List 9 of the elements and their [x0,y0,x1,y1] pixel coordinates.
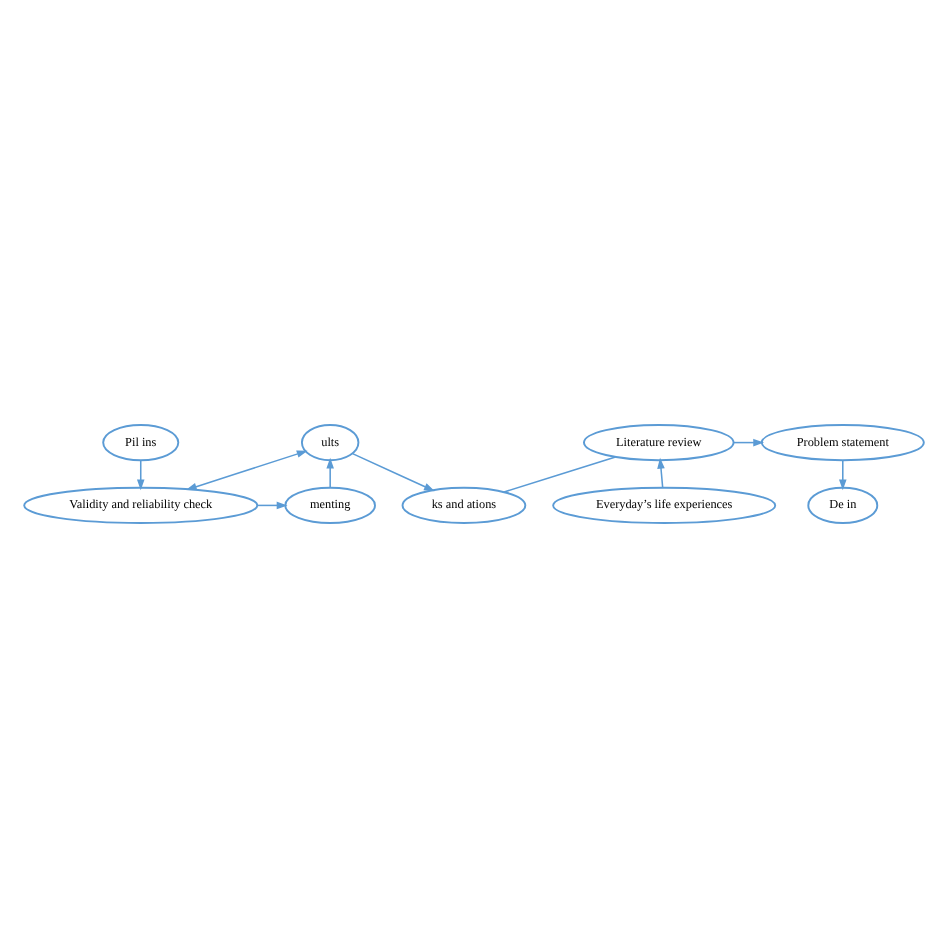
arrow [733,438,765,447]
arrow [326,457,334,489]
connector [503,456,617,493]
arrow [657,457,665,489]
arrow [136,459,145,491]
arrow [256,501,288,510]
arrow [185,450,308,491]
arrow [839,459,847,491]
arrow [351,452,435,492]
